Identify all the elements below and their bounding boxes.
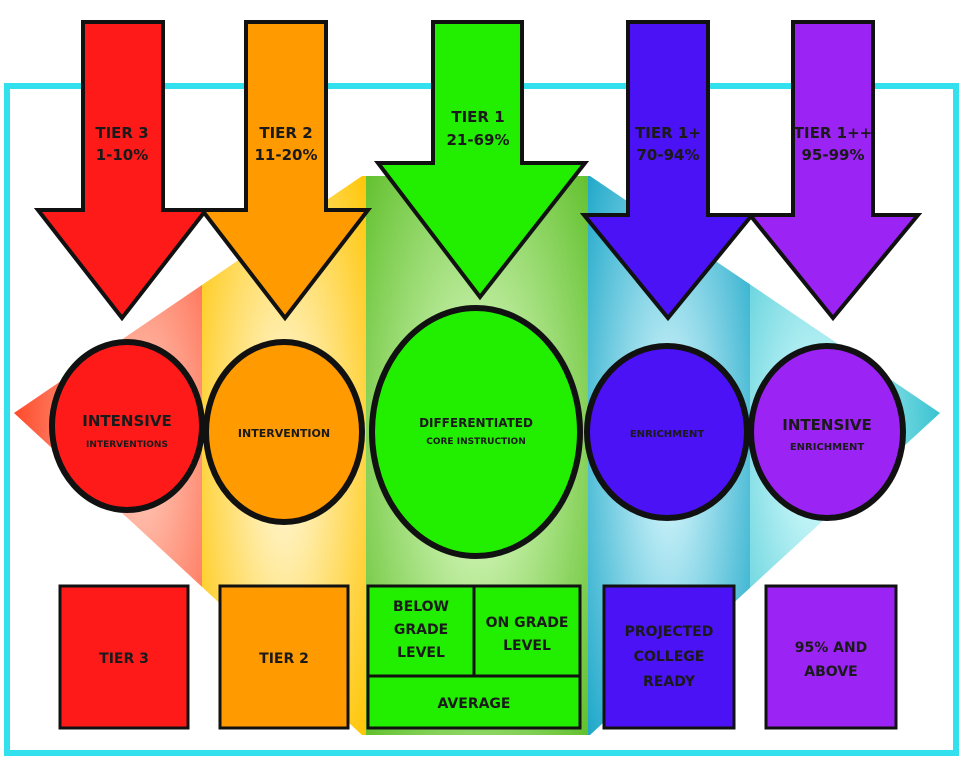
- on-grade-label: LEVEL: [503, 638, 551, 654]
- arrow-tier-1-plus-plus: TIER 1++ 95-99%: [745, 20, 923, 322]
- box-label: TIER 3: [99, 651, 149, 667]
- arrow-title: TIER 2: [259, 124, 312, 142]
- box-label: ABOVE: [804, 664, 857, 680]
- below-grade-label: BELOW: [393, 599, 449, 615]
- box-tier-2: TIER 2: [218, 584, 350, 730]
- arrow-tier-2: TIER 2 11-20%: [197, 20, 373, 322]
- circle-intensive-interventions: INTENSIVE INTERVENTIONS: [49, 339, 205, 513]
- circle-title: INTENSIVE: [782, 416, 871, 434]
- arrow-tier-1: TIER 1 21-69%: [373, 20, 590, 301]
- circle-subtitle: ENRICHMENT: [790, 442, 864, 453]
- arrow-title: TIER 1+: [635, 124, 701, 142]
- circle-intensive-enrichment: INTENSIVE ENRICHMENT: [748, 343, 906, 521]
- box-tier-1-plus: PROJECTED COLLEGE READY: [602, 584, 736, 730]
- box-label: PROJECTED: [625, 624, 714, 640]
- below-grade-label: LEVEL: [397, 645, 445, 661]
- arrow-title: TIER 1++: [794, 124, 872, 142]
- arrow-range: 11-20%: [254, 146, 317, 164]
- circle-title: INTENSIVE: [82, 412, 171, 430]
- circle-intervention: INTERVENTION: [203, 339, 365, 525]
- arrow-range: 70-94%: [636, 146, 699, 164]
- arrow-range: 95-99%: [801, 146, 864, 164]
- box-tier-1-grid: BELOW GRADE LEVEL ON GRADE LEVEL AVERAGE: [366, 584, 582, 730]
- arrow-range: 1-10%: [96, 146, 149, 164]
- circle-title: ENRICHMENT: [630, 429, 704, 440]
- on-grade-label: ON GRADE: [486, 615, 569, 631]
- arrow-title: TIER 1: [451, 108, 504, 126]
- arrow-title: TIER 3: [95, 124, 148, 142]
- box-label: READY: [643, 674, 696, 690]
- circle-title: INTERVENTION: [238, 427, 330, 440]
- circle-enrichment: ENRICHMENT: [584, 343, 750, 521]
- average-label: AVERAGE: [438, 696, 511, 712]
- below-grade-label: GRADE: [394, 622, 448, 638]
- circle-subtitle: INTERVENTIONS: [86, 440, 168, 450]
- arrow-tier-3: TIER 3 1-10%: [33, 20, 211, 322]
- box-tier-3: TIER 3: [58, 584, 190, 730]
- box-tier-1-plus-plus: 95% AND ABOVE: [764, 584, 898, 730]
- box-label: COLLEGE: [634, 649, 705, 665]
- arrow-range: 21-69%: [446, 131, 509, 149]
- circle-title: DIFFERENTIATED: [419, 416, 533, 430]
- box-label: 95% AND: [795, 640, 868, 656]
- circle-differentiated: DIFFERENTIATED CORE INSTRUCTION: [369, 305, 583, 559]
- circle-subtitle: CORE INSTRUCTION: [426, 437, 525, 447]
- arrow-tier-1-plus: TIER 1+ 70-94%: [579, 20, 757, 322]
- box-label: TIER 2: [259, 651, 309, 667]
